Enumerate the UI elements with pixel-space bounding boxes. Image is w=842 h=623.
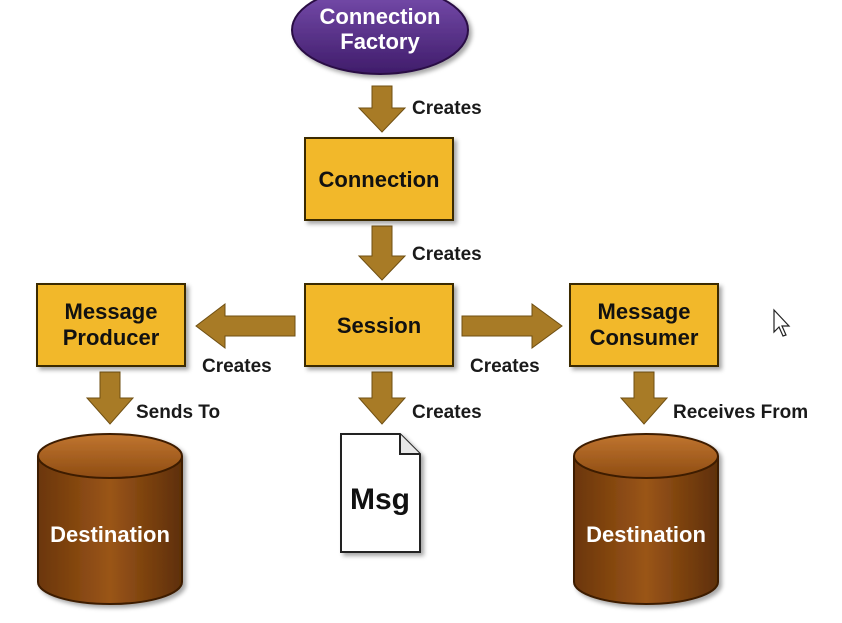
arrow-connection-to-session	[357, 225, 407, 281]
edge-label-consumer-destination: Receives From	[673, 402, 808, 423]
arrow-producer-to-destination	[85, 371, 135, 425]
message-consumer-label-line1: Message	[598, 299, 691, 324]
arrow-session-to-producer	[195, 302, 296, 350]
edge-label-connection-session: Creates	[412, 244, 482, 265]
connection-factory-node	[291, 0, 469, 75]
edge-label-factory-connection: Creates	[412, 98, 482, 119]
mouse-pointer-icon	[773, 308, 791, 337]
arrow-session-to-message	[357, 371, 407, 425]
arrow-factory-to-connection	[357, 85, 407, 133]
arrow-session-to-consumer	[461, 303, 563, 349]
message-producer-label-line2: Producer	[63, 325, 160, 350]
connection-label: Connection	[319, 167, 440, 192]
edge-label-session-message: Creates	[412, 402, 482, 423]
session-label: Session	[337, 313, 421, 338]
message-document-icon	[340, 433, 421, 553]
message-consumer-label-line2: Consumer	[590, 325, 699, 350]
edge-label-producer-destination: Sends To	[136, 402, 220, 423]
destination-left-label: Destination	[50, 522, 170, 547]
session-node	[304, 283, 454, 367]
destination-left-node	[37, 433, 183, 605]
connection-factory-label-line1: Connection	[320, 4, 441, 29]
connection-node	[304, 137, 454, 221]
edge-label-session-producer: Creates	[202, 356, 272, 377]
connection-factory-label-line2: Factory	[340, 29, 420, 54]
message-producer-node	[36, 283, 186, 367]
message-consumer-node	[569, 283, 719, 367]
destination-right-label: Destination	[586, 522, 706, 547]
destination-right-node	[573, 433, 719, 605]
arrow-consumer-to-destination	[619, 371, 669, 425]
message-producer-label-line1: Message	[65, 299, 158, 324]
edge-label-session-consumer: Creates	[470, 356, 540, 377]
message-label: Msg	[350, 483, 410, 516]
